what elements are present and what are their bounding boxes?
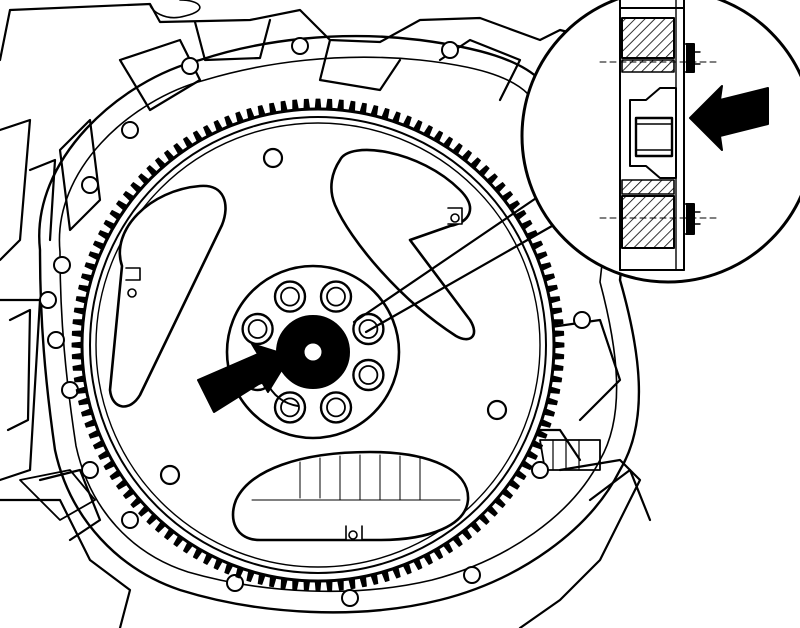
bolt-hole: [61, 381, 79, 399]
flywheel-face: [95, 122, 541, 568]
bolt-hole: [463, 566, 481, 584]
bolt-hole: [121, 121, 139, 139]
bolt-hole: [573, 311, 591, 329]
bolt-hole: [181, 57, 199, 75]
bolt-hole: [81, 176, 99, 194]
arrow-icon: [689, 85, 769, 151]
bolt-hole: [39, 291, 57, 309]
bolt-hole: [291, 37, 309, 55]
window-left: [108, 184, 227, 408]
window-bottom: [231, 450, 470, 542]
bolt: [352, 358, 385, 392]
bolt: [319, 280, 353, 313]
detail-callout-leader: [352, 188, 554, 334]
bolt: [241, 312, 274, 346]
bolt: [273, 280, 307, 313]
bolt-hole: [121, 511, 139, 529]
bolt-hole: [341, 589, 359, 607]
bolt: [352, 312, 385, 346]
crank-hub: [225, 264, 401, 440]
bolt-hole: [81, 461, 99, 479]
bolt: [319, 391, 353, 424]
bolt-hole: [226, 574, 244, 592]
ring-gear-inner: [89, 116, 547, 574]
bolt-hole: [53, 256, 71, 274]
bolt: [273, 391, 307, 424]
engine-block: [0, 0, 652, 628]
pilot-bore: [304, 343, 322, 361]
bolt-hole: [531, 461, 549, 479]
bolt-hole: [47, 331, 65, 349]
bolt-hole: [441, 41, 459, 59]
arrow-icon: [197, 343, 291, 413]
bell-housing-flange: [38, 34, 642, 614]
flywheel-locating-holes: [159, 147, 508, 486]
detail-view: [520, 0, 800, 284]
